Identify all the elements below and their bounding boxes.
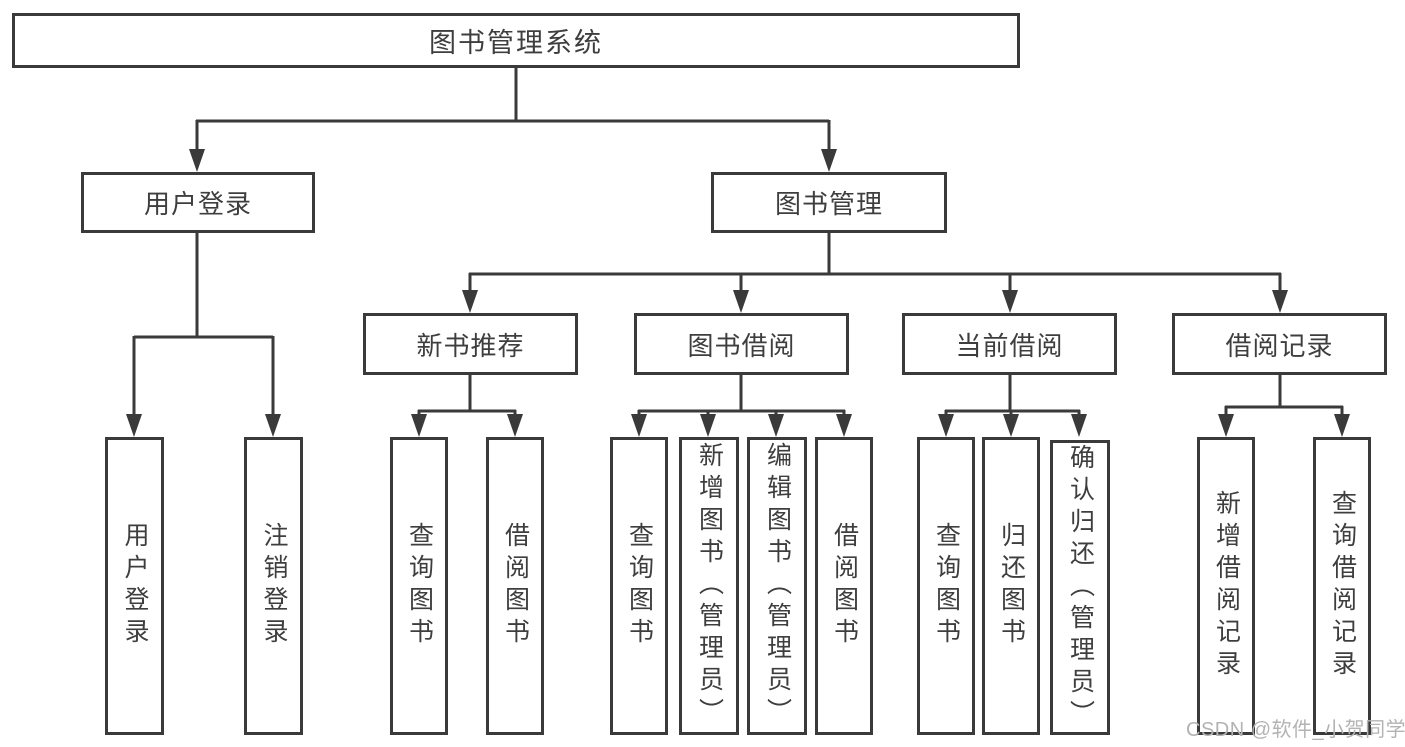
node-current-borrowing: 当前借阅	[902, 313, 1117, 375]
leaf-logout: 注销登录	[244, 437, 303, 735]
leaf-borrow-query-book: 查询图书	[610, 437, 668, 735]
leaf-rec-query-book: 查询图书	[390, 437, 448, 735]
node-borrowing-records-label: 借阅记录	[1225, 330, 1334, 361]
csdn-watermark: CSDN @软件_小贺同学	[1186, 719, 1405, 741]
leaf-user-login: 用户登录	[105, 437, 164, 735]
leaf-borrow-edit-book-admin: 编辑图书（管理员）	[747, 437, 807, 735]
node-new-book-recommend: 新书推荐	[363, 313, 578, 375]
leaf-records-query-record: 查询借阅记录	[1313, 437, 1371, 735]
node-current-borrowing-label: 当前借阅	[955, 330, 1064, 361]
node-new-book-recommend-label: 新书推荐	[416, 330, 525, 361]
node-root: 图书管理系统	[12, 13, 1020, 68]
leaf-records-add-record: 新增借阅记录	[1197, 437, 1255, 735]
node-user-login: 用户登录	[81, 172, 315, 233]
node-book-management-label: 图书管理	[774, 189, 883, 219]
leaf-current-query-book: 查询图书	[917, 437, 975, 735]
node-user-login-label: 用户登录	[143, 189, 252, 219]
node-book-management: 图书管理	[711, 172, 947, 233]
leaf-current-return-book: 归还图书	[982, 437, 1040, 735]
leaf-rec-borrow-book: 借阅图书	[486, 437, 544, 735]
leaf-current-confirm-return-admin: 确认归还（管理员）	[1050, 440, 1110, 735]
node-book-borrowing-label: 图书借阅	[687, 330, 796, 361]
node-root-label: 图书管理系统	[429, 28, 603, 58]
node-borrowing-records: 借阅记录	[1172, 313, 1387, 375]
leaf-borrow-borrow-book: 借阅图书	[815, 437, 873, 735]
leaf-borrow-add-book-admin: 新增图书（管理员）	[679, 437, 739, 735]
node-book-borrowing: 图书借阅	[634, 313, 849, 375]
